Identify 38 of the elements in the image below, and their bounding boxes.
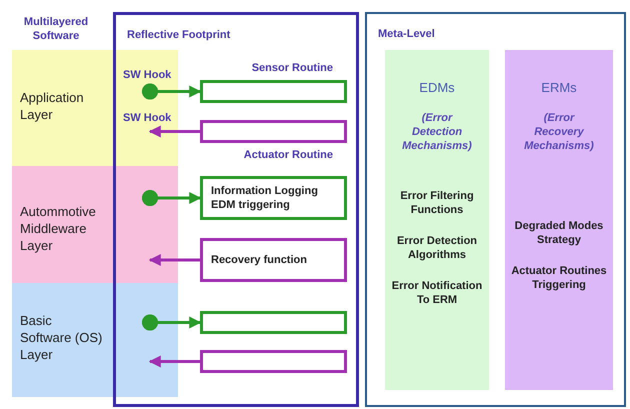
- panel-subtitle: (Error Detection Mechanisms): [401, 112, 473, 154]
- group-frame: [365, 12, 626, 407]
- group-title: Meta-Level: [378, 28, 435, 40]
- layer-band: [12, 166, 178, 283]
- panel-item: Degraded Modes Strategy: [514, 220, 604, 248]
- section-title: Multilayered Software: [22, 15, 90, 44]
- panel-item: Actuator Routines Triggering: [510, 265, 608, 292]
- routine-text: Recovery function: [210, 252, 308, 268]
- arrow: [148, 356, 200, 368]
- routine-box: [200, 350, 347, 373]
- panel-item: Error Detection Algorithms: [396, 235, 478, 262]
- layer-name: Autommotive Middleware Layer: [20, 204, 97, 255]
- group-title: Reflective Footprint: [127, 29, 230, 41]
- group-frame: [113, 12, 359, 407]
- panel-heading: EDMs: [418, 80, 456, 96]
- arrow: [148, 254, 200, 266]
- panel-subtitle: (Error Recovery Mechanisms): [523, 112, 595, 154]
- panel-item: Error Notification To ERM: [390, 280, 484, 308]
- panel-heading: ERMs: [540, 80, 578, 96]
- routine-label: Actuator Routine: [244, 149, 333, 161]
- layer-name: Application Layer: [20, 90, 85, 124]
- routine-box: [200, 176, 347, 220]
- layer-band: [12, 50, 178, 166]
- hook-label: SW Hook: [123, 69, 172, 81]
- arrow: [148, 126, 200, 138]
- arrow: [142, 190, 202, 206]
- hook-label: SW Hook: [123, 112, 172, 124]
- arrow: [142, 83, 202, 100]
- layer-band: [12, 283, 178, 397]
- routine-box: [200, 311, 347, 334]
- layer-name: Basic Software (OS) Layer: [20, 313, 104, 364]
- routine-label: Sensor Routine: [252, 62, 333, 74]
- arrow: [142, 314, 202, 331]
- mechanism-panel: [385, 50, 489, 390]
- routine-text: Information Logging EDM triggering: [210, 184, 319, 214]
- routine-box: [200, 238, 347, 282]
- panel-item: Error Filtering Functions: [399, 190, 475, 218]
- mechanism-panel: [505, 50, 613, 390]
